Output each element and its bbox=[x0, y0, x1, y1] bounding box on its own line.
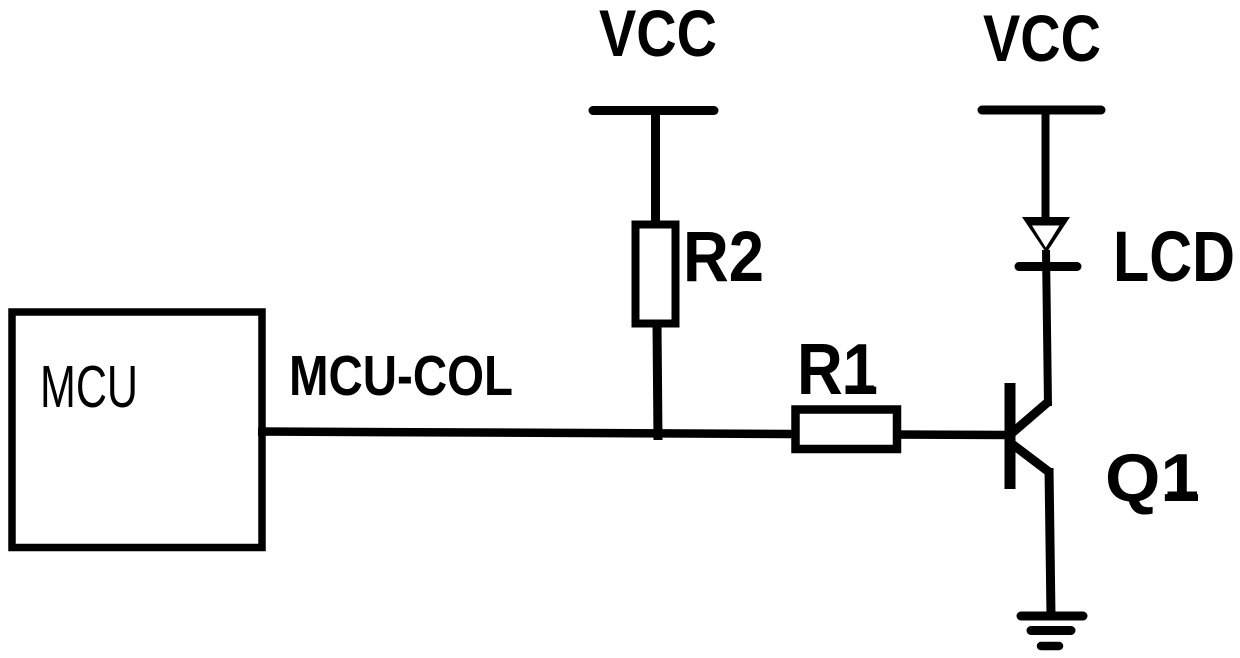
svg-text:VCC: VCC bbox=[983, 1, 1101, 75]
svg-text:LCD: LCD bbox=[1113, 218, 1235, 297]
svg-text:MCU-COL: MCU-COL bbox=[289, 344, 513, 408]
svg-text:MCU: MCU bbox=[40, 354, 138, 420]
svg-text:R1: R1 bbox=[797, 330, 878, 410]
svg-text:Q1: Q1 bbox=[1105, 440, 1200, 516]
svg-text:R2: R2 bbox=[683, 218, 764, 297]
svg-text:VCC: VCC bbox=[599, 0, 717, 70]
